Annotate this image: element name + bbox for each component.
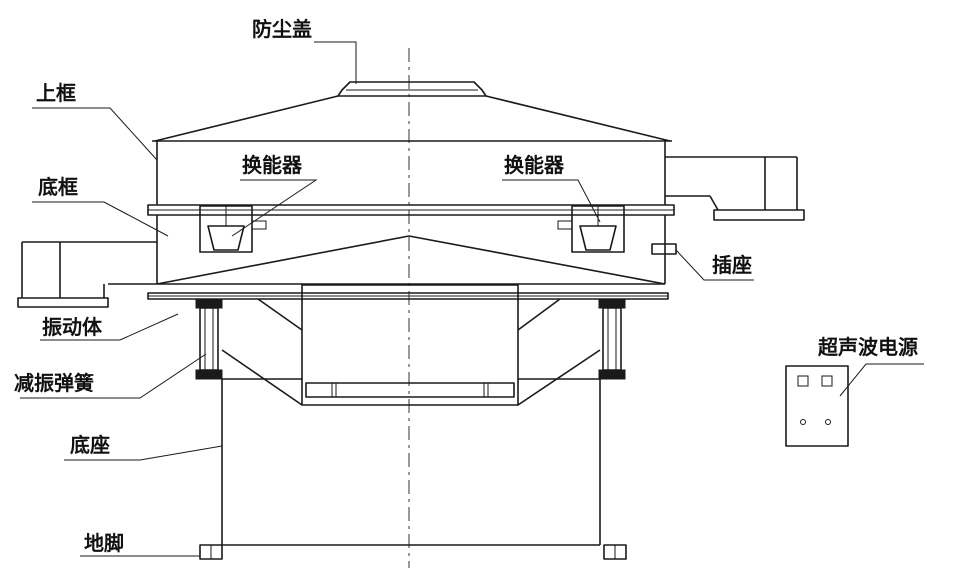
middle-flange: [147, 204, 675, 216]
left-outlet: [17, 241, 157, 308]
label-damping-spring: 减振弹簧: [14, 371, 94, 395]
foot-left: [199, 544, 223, 560]
label-transducer-left: 换能器: [242, 153, 303, 177]
dust-cover: [154, 81, 671, 142]
label-bottom-frame: 底框: [38, 175, 78, 199]
transducer-left: [199, 205, 267, 253]
central-hopper: [301, 284, 519, 406]
label-ultrasonic-power-supply: 超声波电源: [817, 335, 918, 359]
label-foot: 地脚: [84, 531, 124, 555]
bottom-frame: [156, 215, 666, 285]
label-socket: 插座: [712, 253, 752, 277]
ultrasonic-power-supply-box: [785, 365, 849, 447]
upper-frame: [152, 140, 672, 205]
damping-spring-left: [195, 298, 223, 380]
label-transducer-right: 换能器: [504, 153, 565, 177]
damping-spring-right: [598, 298, 626, 380]
socket: [651, 243, 677, 255]
label-vibrating-body: 振动体: [42, 315, 103, 339]
label-dust-cover: 防尘盖: [252, 17, 312, 41]
leader-lines: [20, 41, 924, 557]
vibrating-body: [147, 292, 669, 300]
label-base: 底座: [70, 433, 110, 457]
base: [221, 378, 601, 546]
transducer-right: [557, 205, 625, 253]
foot-right: [603, 544, 627, 560]
label-upper-frame: 上框: [36, 81, 76, 105]
right-outlet: [665, 156, 805, 221]
support-struts: [221, 298, 601, 406]
